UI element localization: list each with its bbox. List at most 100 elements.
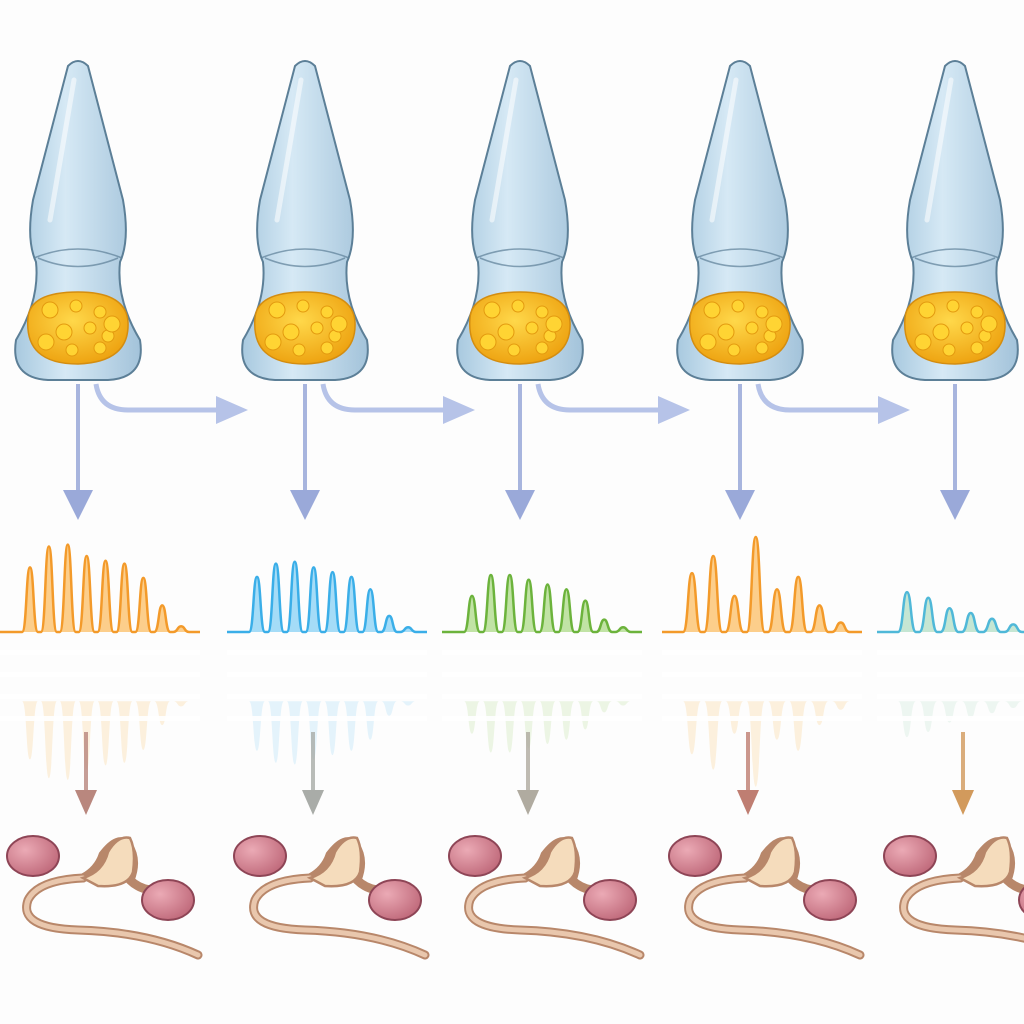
output-arrow-head [302, 790, 324, 815]
reflection-band [662, 650, 862, 655]
side-arrow-head [216, 396, 248, 424]
reflection-band [877, 650, 1024, 655]
spike-train-trace [662, 535, 862, 634]
granule [93, 305, 107, 319]
down-arrow-head [290, 490, 320, 520]
cell-highlight [709, 77, 739, 223]
reflection-band [0, 672, 200, 677]
neuron-soma [306, 836, 363, 888]
afferent-neuron [448, 835, 645, 960]
granule [727, 343, 741, 357]
output-arrow-head [952, 790, 974, 815]
granule [942, 343, 956, 357]
granule [330, 315, 348, 333]
axon [24, 875, 201, 958]
granule [268, 301, 286, 319]
spike-train-fill [442, 575, 642, 632]
granule [545, 315, 563, 333]
reflection-band [0, 650, 200, 655]
axon [686, 875, 863, 958]
target-cell [141, 879, 195, 921]
granule [507, 343, 521, 357]
target-cell [668, 835, 722, 877]
granule [699, 333, 717, 351]
granule [914, 333, 932, 351]
afferent-neuron [883, 835, 1024, 943]
granule [310, 321, 324, 335]
afferent-neuron [668, 835, 865, 960]
cell-constriction [695, 248, 785, 268]
down-arrow-head [505, 490, 535, 520]
output-arrow-head [737, 790, 759, 815]
column-4 [662, 60, 910, 960]
granule [960, 321, 974, 335]
side-arrow-shaft [755, 383, 880, 413]
target-cell [368, 879, 422, 921]
spike-train-reflection [227, 701, 427, 765]
granule [282, 323, 300, 341]
granule [320, 305, 334, 319]
reflection-fill [0, 701, 200, 780]
cell-constriction [910, 248, 1000, 268]
granule [932, 323, 950, 341]
side-arrow-shaft [320, 383, 445, 413]
reflection-band [662, 694, 862, 699]
granule [918, 301, 936, 319]
reflection-band [877, 672, 1024, 677]
spike-train-trace [0, 543, 200, 634]
cell-highlight [489, 77, 519, 223]
reflection-band [662, 672, 862, 677]
target-cell [1018, 886, 1024, 914]
reflection-band [662, 716, 862, 721]
granule [525, 321, 539, 335]
neuron-soma [741, 836, 798, 888]
reflection-fill [662, 701, 862, 787]
granule [479, 333, 497, 351]
receptor-cell [241, 60, 369, 381]
granule [703, 301, 721, 319]
side-arrow-head [878, 396, 910, 424]
output-arrow-head [517, 790, 539, 815]
spike-train-fill [877, 592, 1024, 632]
granule [41, 301, 59, 319]
reflection-band [227, 716, 427, 721]
reflection-fill [442, 701, 642, 753]
side-arrow-shaft [535, 383, 660, 413]
side-arrow-shaft [93, 383, 218, 413]
reflection-band [0, 716, 200, 721]
granule [292, 343, 306, 357]
cell-highlight [274, 77, 304, 223]
spike-train-fill [0, 544, 200, 632]
granule [535, 305, 549, 319]
spike-train-reflection [0, 701, 200, 780]
neuron-soma [79, 836, 136, 888]
down-arrow-head [940, 490, 970, 520]
granule [483, 301, 501, 319]
granule [765, 315, 783, 333]
granule [511, 299, 525, 313]
reflection-band [442, 716, 642, 721]
side-arrow-head [443, 396, 475, 424]
cell-highlight [47, 77, 77, 223]
spike-train-trace [227, 560, 427, 634]
granule [970, 305, 984, 319]
cell-constriction [260, 248, 350, 268]
granule [946, 299, 960, 313]
granule [535, 341, 549, 355]
granule [970, 341, 984, 355]
column-5 [877, 60, 1024, 943]
target-cell [583, 879, 637, 921]
granule [497, 323, 515, 341]
side-arrow-head [658, 396, 690, 424]
axon [901, 875, 1024, 941]
reflection-band [442, 694, 642, 699]
spike-train-trace [877, 590, 1024, 634]
granule [755, 305, 769, 319]
axon [466, 875, 643, 958]
granule [69, 299, 83, 313]
granule [980, 315, 998, 333]
granule [755, 341, 769, 355]
granule [103, 315, 121, 333]
